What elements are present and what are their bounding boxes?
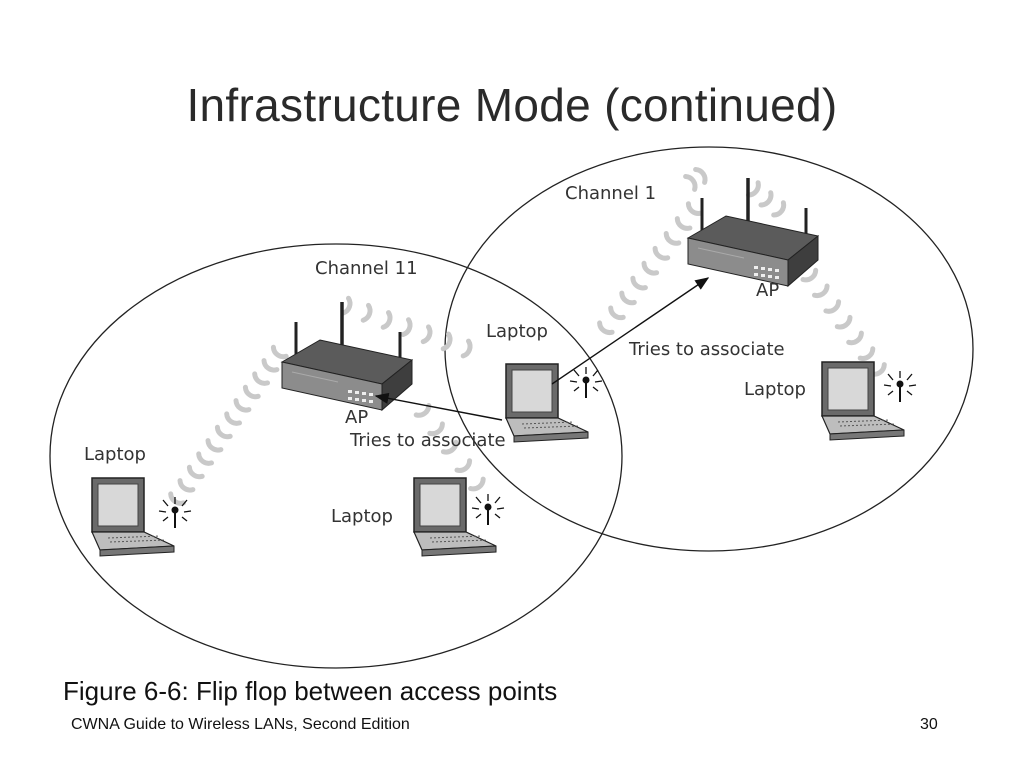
radio-wave-arc xyxy=(460,338,473,359)
radio-wave-arc xyxy=(427,421,445,437)
radio-wave-arc xyxy=(440,439,459,455)
radio-wave-arc xyxy=(608,305,626,321)
radio-wave-arc xyxy=(758,190,774,208)
laptop-center-antenna-icon xyxy=(569,366,603,399)
radio-wave-arc xyxy=(380,310,393,330)
radio-wave-arc xyxy=(597,320,615,335)
radio-wave-arc xyxy=(242,384,261,400)
radio-wave-arc xyxy=(619,290,637,306)
ap-right-label: AP xyxy=(756,280,779,301)
radio-wave-arc xyxy=(177,478,196,493)
radio-wave-arc xyxy=(224,411,242,426)
radio-wave-arc xyxy=(857,346,876,361)
footer-book-title: CWNA Guide to Wireless LANs, Second Edit… xyxy=(71,716,410,733)
radio-wave-arc xyxy=(196,451,214,466)
channel-1-label: Channel 1 xyxy=(565,183,656,204)
page-number: 30 xyxy=(920,716,938,733)
radio-wave-arc xyxy=(834,314,853,330)
slide-title: Infrastructure Mode (continued) xyxy=(186,79,838,131)
radio-wave-arc xyxy=(771,200,787,218)
radio-wave-arc xyxy=(652,245,671,261)
associate-right-label: Tries to associate xyxy=(628,339,785,360)
laptop-center-icon xyxy=(505,363,589,443)
radio-wave-arc xyxy=(400,317,413,337)
radio-wave-arc xyxy=(261,358,280,373)
laptop-right-label: Laptop xyxy=(744,379,806,400)
radio-wave-arc xyxy=(685,201,704,216)
laptop-left-icon xyxy=(91,477,175,557)
radio-wave-arc xyxy=(440,331,453,352)
figure-caption: Figure 6-6: Flip flop between access poi… xyxy=(63,676,558,706)
radio-wave-arc xyxy=(360,302,373,323)
associate-left-label: Tries to associate xyxy=(349,430,506,451)
laptop-bottom-icon xyxy=(413,477,497,557)
radio-wave-arc xyxy=(454,458,473,473)
radio-wave-arc xyxy=(745,180,761,198)
radio-wave-arc xyxy=(800,267,819,283)
radio-wave-arc xyxy=(186,464,205,480)
radio-waves xyxy=(168,167,887,506)
radio-wave-arc xyxy=(420,324,433,345)
radio-wave-arc xyxy=(214,424,233,440)
laptop-bottom-label: Laptop xyxy=(331,506,393,527)
radio-wave-arc xyxy=(641,260,660,276)
left-coverage-cell xyxy=(49,243,623,669)
radio-wave-arc xyxy=(468,476,486,492)
radio-wave-arc xyxy=(340,295,353,316)
associate-arrow-left xyxy=(374,392,503,421)
radio-wave-arc xyxy=(663,231,682,246)
ap-left-label: AP xyxy=(345,407,368,428)
radio-wave-arc xyxy=(823,299,842,314)
radio-wave-arc xyxy=(270,344,289,360)
radio-wave-arc xyxy=(252,371,270,386)
laptop-right-antenna-icon xyxy=(883,370,917,403)
radio-wave-arc xyxy=(683,174,698,192)
laptop-left-label: Laptop xyxy=(84,444,146,465)
associate-arrow-right xyxy=(551,277,710,385)
laptop-right-icon xyxy=(821,361,905,441)
radio-wave-arc xyxy=(413,403,432,418)
radio-wave-arc xyxy=(846,330,864,346)
radio-wave-arc xyxy=(233,398,252,413)
radio-wave-arc xyxy=(630,275,648,291)
radio-wave-arc xyxy=(205,438,224,453)
radio-wave-arc xyxy=(674,216,693,231)
radio-wave-arc xyxy=(693,167,708,185)
laptop-bottom-antenna-icon xyxy=(471,493,505,526)
channel-11-label: Channel 11 xyxy=(315,258,418,279)
radio-wave-arc xyxy=(812,283,830,299)
laptop-center-label: Laptop xyxy=(486,321,548,342)
laptop-left-antenna-icon xyxy=(158,496,192,529)
radio-wave-arc xyxy=(168,491,186,506)
